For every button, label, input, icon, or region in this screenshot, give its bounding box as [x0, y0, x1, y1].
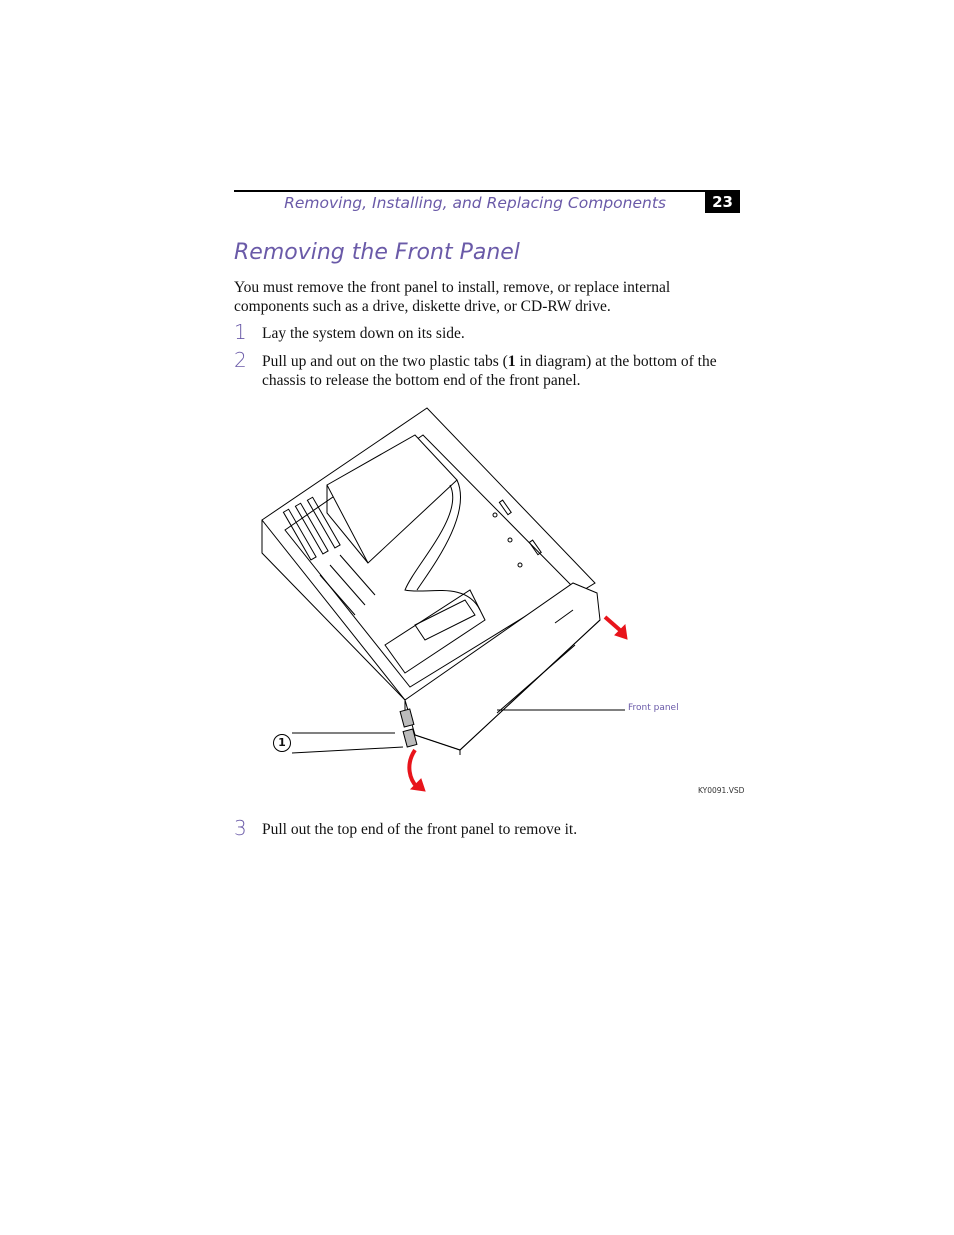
step-1: 1 Lay the system down on its side.: [234, 320, 740, 344]
step-text: Lay the system down on its side.: [262, 325, 465, 342]
intro-paragraph: You must remove the front panel to insta…: [234, 279, 671, 315]
chassis-diagram: [255, 405, 745, 800]
step-number: 2: [234, 348, 247, 372]
figure-file-id: KY0091.VSD: [698, 786, 745, 795]
callout-tabs-marker: 1: [273, 734, 291, 752]
running-header-title: Removing, Installing, and Replacing Comp…: [284, 194, 666, 212]
page-number: 23: [705, 191, 740, 213]
step-number: 3: [234, 816, 247, 840]
step-3: 3 Pull out the top end of the front pane…: [234, 816, 740, 840]
step-2: 2 Pull up and out on the two plastic tab…: [234, 348, 740, 390]
header-rule: [234, 190, 740, 192]
callout-ref: 1: [507, 353, 516, 370]
step-text: Pull up and out on the two plastic tabs …: [262, 353, 717, 389]
callout-front-panel: Front panel: [628, 703, 679, 713]
step-text: Pull out the top end of the front panel …: [262, 821, 578, 838]
section-title: Removing the Front Panel: [234, 240, 520, 265]
step-number: 1: [234, 320, 247, 344]
